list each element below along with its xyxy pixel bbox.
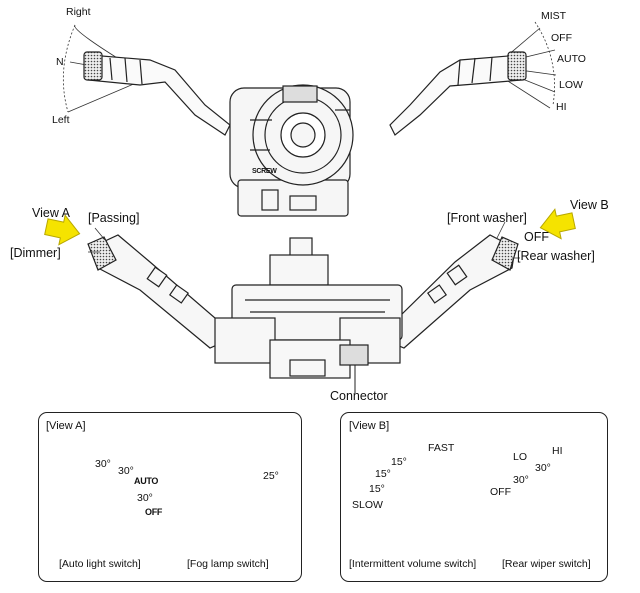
auto-light-off-label: OFF [145, 507, 163, 517]
intermittent-angle-3: 15° [369, 483, 385, 495]
intermittent-angle-1: 15° [391, 456, 407, 468]
rear-wiper-lo-label: LO [513, 451, 528, 463]
clock-spring-screw-text: SCREW [252, 168, 277, 175]
right-lever-top [389, 51, 527, 136]
right-lever-auto-label: AUTO [557, 53, 586, 65]
right-lever-hi-label: HI [556, 101, 567, 113]
fog-lamp-switch-caption: [Fog lamp switch] [187, 558, 269, 570]
dimmer-label: [Dimmer] [10, 246, 61, 260]
right-lever-low-label: LOW [559, 79, 583, 91]
washer-off-label: OFF [524, 230, 549, 244]
connector-label: Connector [330, 389, 388, 403]
front-washer-label: [Front washer] [447, 211, 527, 225]
left-lever-right-label: Right [66, 6, 91, 18]
view-b-panel-title: [View B] [349, 420, 390, 432]
auto-light-switch-caption: [Auto light switch] [59, 558, 141, 570]
rear-wiper-switch-caption: [Rear wiper switch] [502, 558, 591, 570]
intermittent-angle-2: 15° [375, 468, 391, 480]
intermittent-volume-switch-caption: [Intermittent volume switch] [349, 558, 477, 570]
auto-light-angle-2: 30° [118, 465, 134, 477]
side-view-assembly [44, 208, 576, 393]
side-center-body [214, 237, 403, 379]
fog-lamp-angle: 25° [263, 470, 279, 482]
right-lever-mist-label: MIST [541, 10, 567, 22]
view-a-panel [38, 412, 302, 582]
right-lever-side [384, 234, 519, 349]
view-a-arrow [44, 214, 81, 246]
intermittent-fast-label: FAST [428, 442, 455, 454]
intermittent-slow-label: SLOW [352, 499, 383, 511]
left-lever-top [83, 51, 231, 136]
rear-wiper-angle-1: 30° [535, 462, 551, 474]
view-a-label: View A [32, 206, 70, 220]
auto-light-angle-1: 30° [95, 458, 111, 470]
view-a-panel-title: [View A] [46, 420, 86, 432]
rear-wiper-angle-2: 30° [513, 474, 529, 486]
rear-wiper-off-label: OFF [490, 486, 511, 498]
view-b-panel [340, 412, 608, 582]
view-b-label: View B [570, 198, 609, 212]
left-lever-n-label: N [56, 56, 64, 68]
right-lever-off-label: OFF [551, 32, 572, 44]
rear-washer-label: [Rear washer] [517, 249, 595, 263]
left-lever-left-label: Left [52, 114, 70, 126]
steering-column-body [229, 84, 354, 217]
auto-light-auto-label: AUTO [134, 476, 159, 486]
top-view-assembly [62, 21, 557, 217]
auto-light-angle-3: 30° [137, 492, 153, 504]
passing-label: [Passing] [88, 211, 140, 225]
view-b-arrow [539, 208, 576, 240]
rear-wiper-hi-label: HI [552, 445, 563, 457]
left-lever-side [87, 234, 229, 349]
